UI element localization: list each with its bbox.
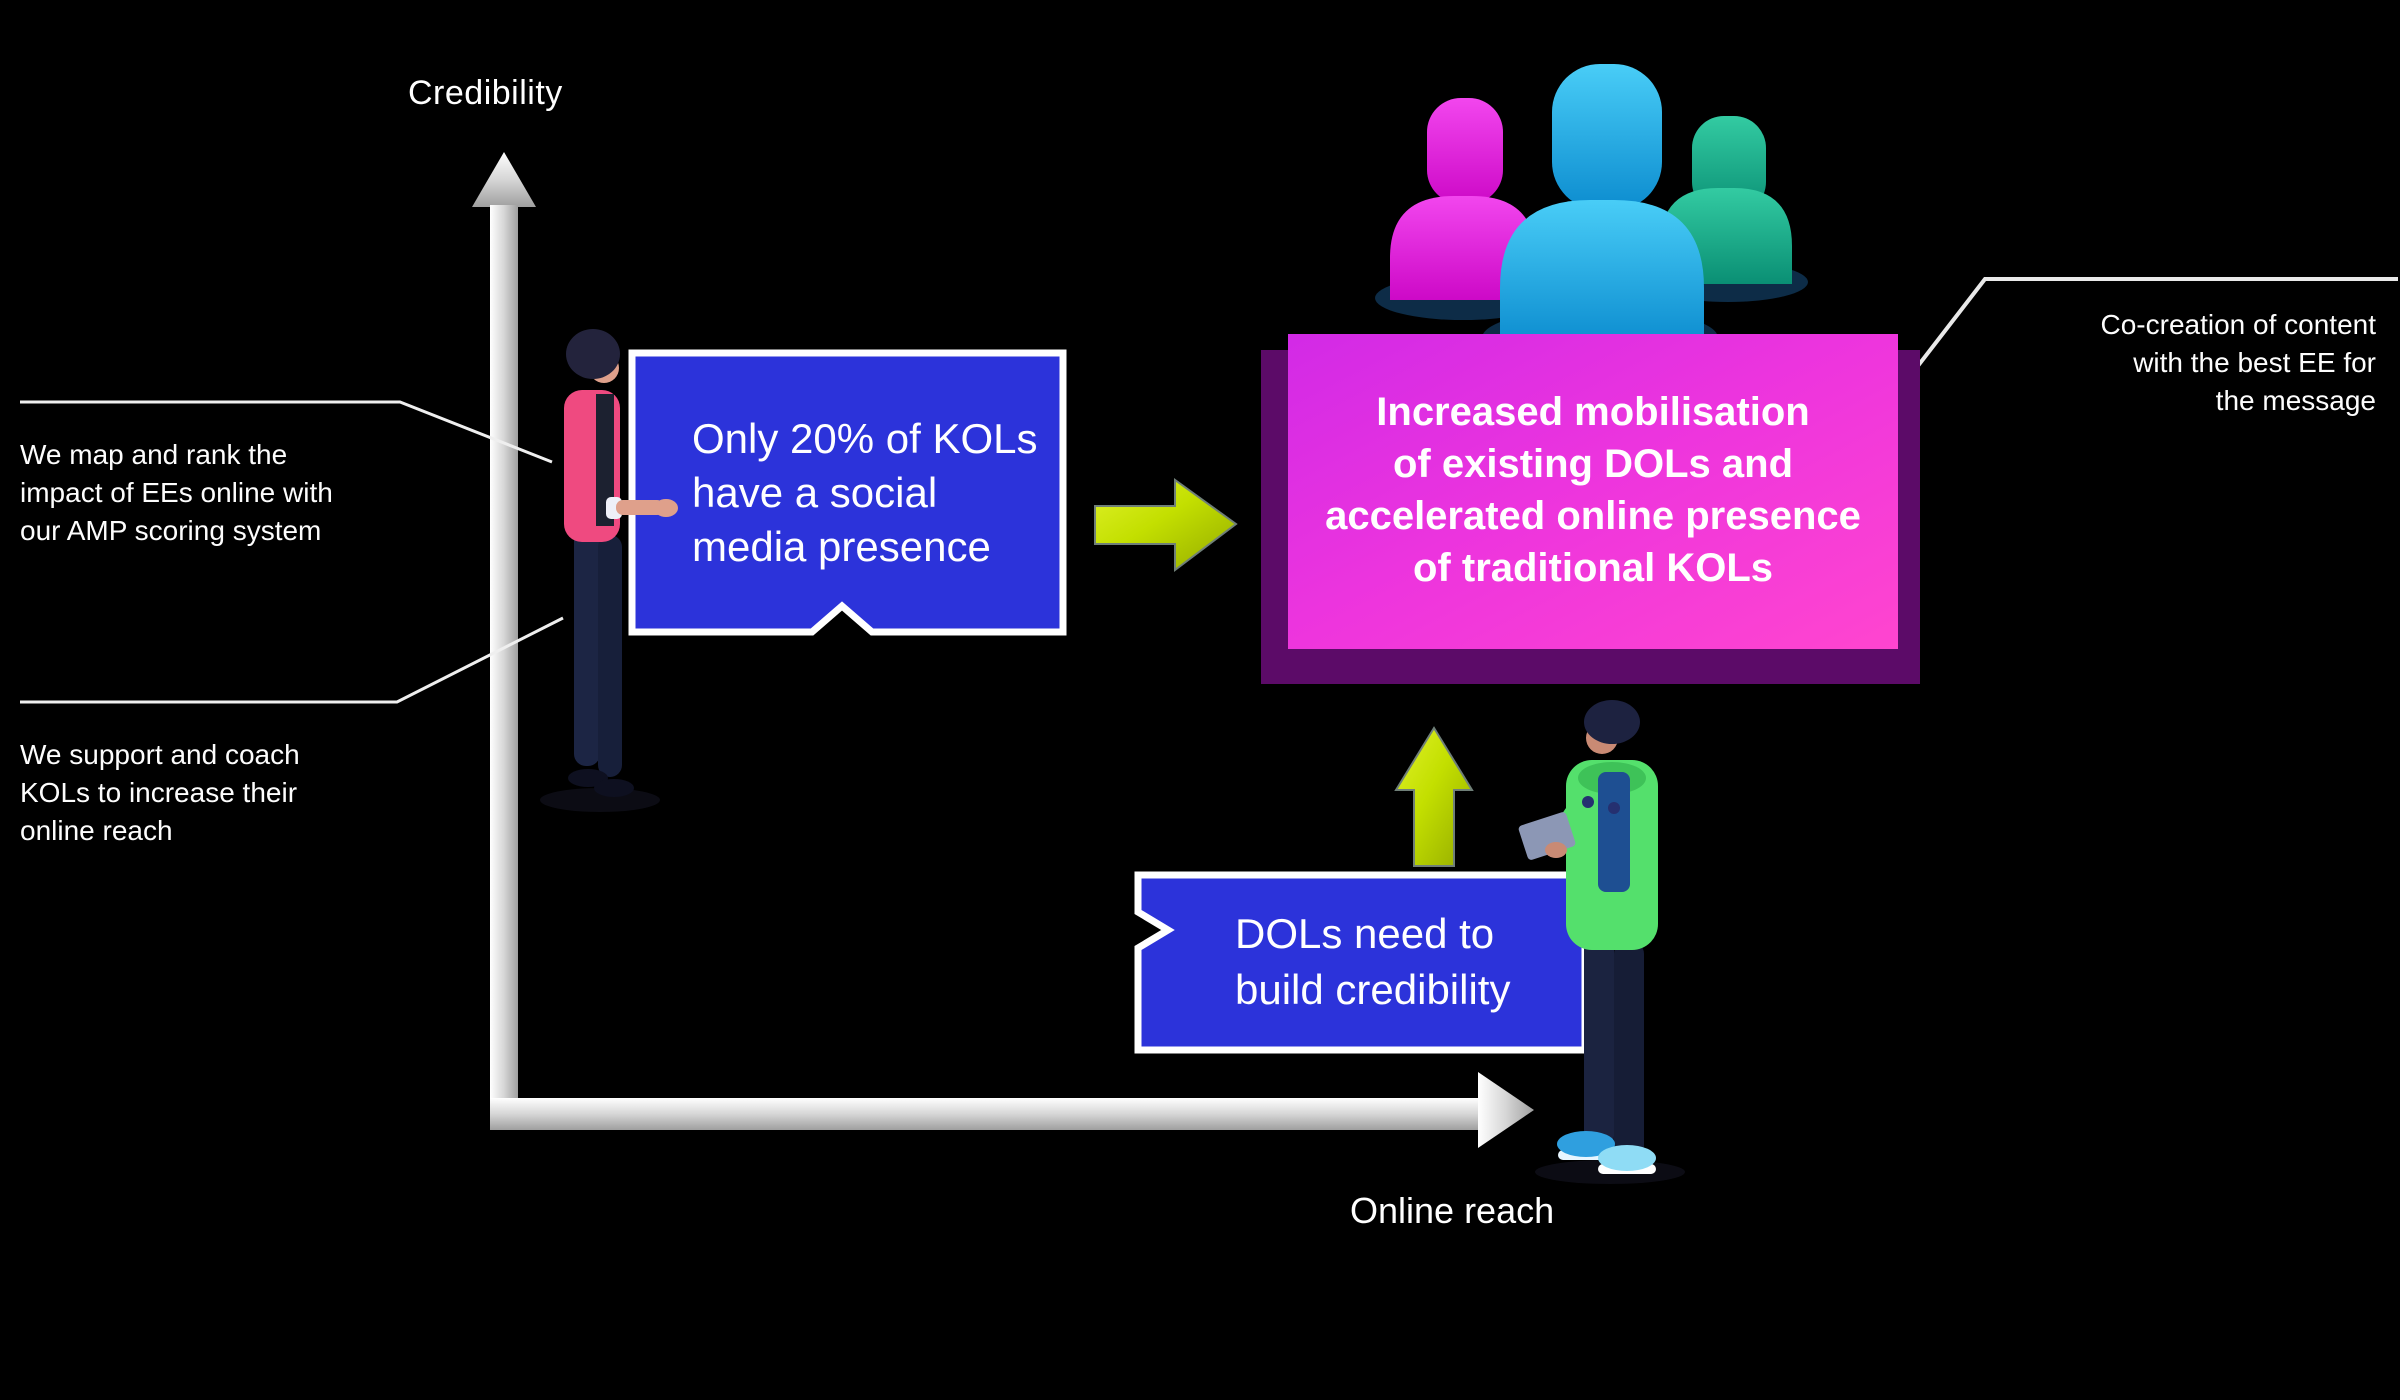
y-axis: [472, 152, 536, 1130]
note-co-creation: Co-creation of content with the best EE …: [2100, 309, 2377, 416]
presenter-woman-illustration: [540, 329, 678, 812]
outcome-box: [1261, 334, 1920, 684]
doctor-with-tablet-illustration: [1518, 700, 1685, 1184]
right-arrow-icon: [1094, 478, 1238, 573]
cyan-person-icon: [1500, 64, 1704, 346]
callout-line-support-coach: [20, 616, 564, 704]
dol-need-text: DOLs need to build credibility: [1235, 910, 1511, 1013]
x-axis-arrowhead-icon: [1478, 1072, 1534, 1148]
audience-icons-group: [1375, 64, 1808, 368]
outcome-text: Increased mobilisation of existing DOLs …: [1325, 390, 1861, 590]
x-axis-bar: [490, 1098, 1478, 1130]
note-support-coach: We support and coach KOLs to increase th…: [20, 739, 300, 846]
callout-line-co-creation: [1895, 277, 2398, 395]
note-map-rank: We map and rank the impact of EEs online…: [20, 439, 333, 546]
x-axis: [490, 1072, 1534, 1148]
kol-stat-box: [628, 349, 1067, 636]
callout-line-map-rank: [20, 400, 553, 464]
y-axis-arrowhead-icon: [472, 152, 536, 207]
up-arrow-icon: [1394, 726, 1474, 867]
magenta-person-icon: [1390, 98, 1536, 300]
x-axis-label: Online reach: [1350, 1190, 1555, 1231]
y-axis-bar: [490, 205, 518, 1130]
kol-stat-text: Only 20% of KOLs have a social media pre…: [692, 415, 1038, 570]
outcome-box-face: [1288, 334, 1898, 649]
y-axis-label: Credibility: [408, 74, 563, 112]
